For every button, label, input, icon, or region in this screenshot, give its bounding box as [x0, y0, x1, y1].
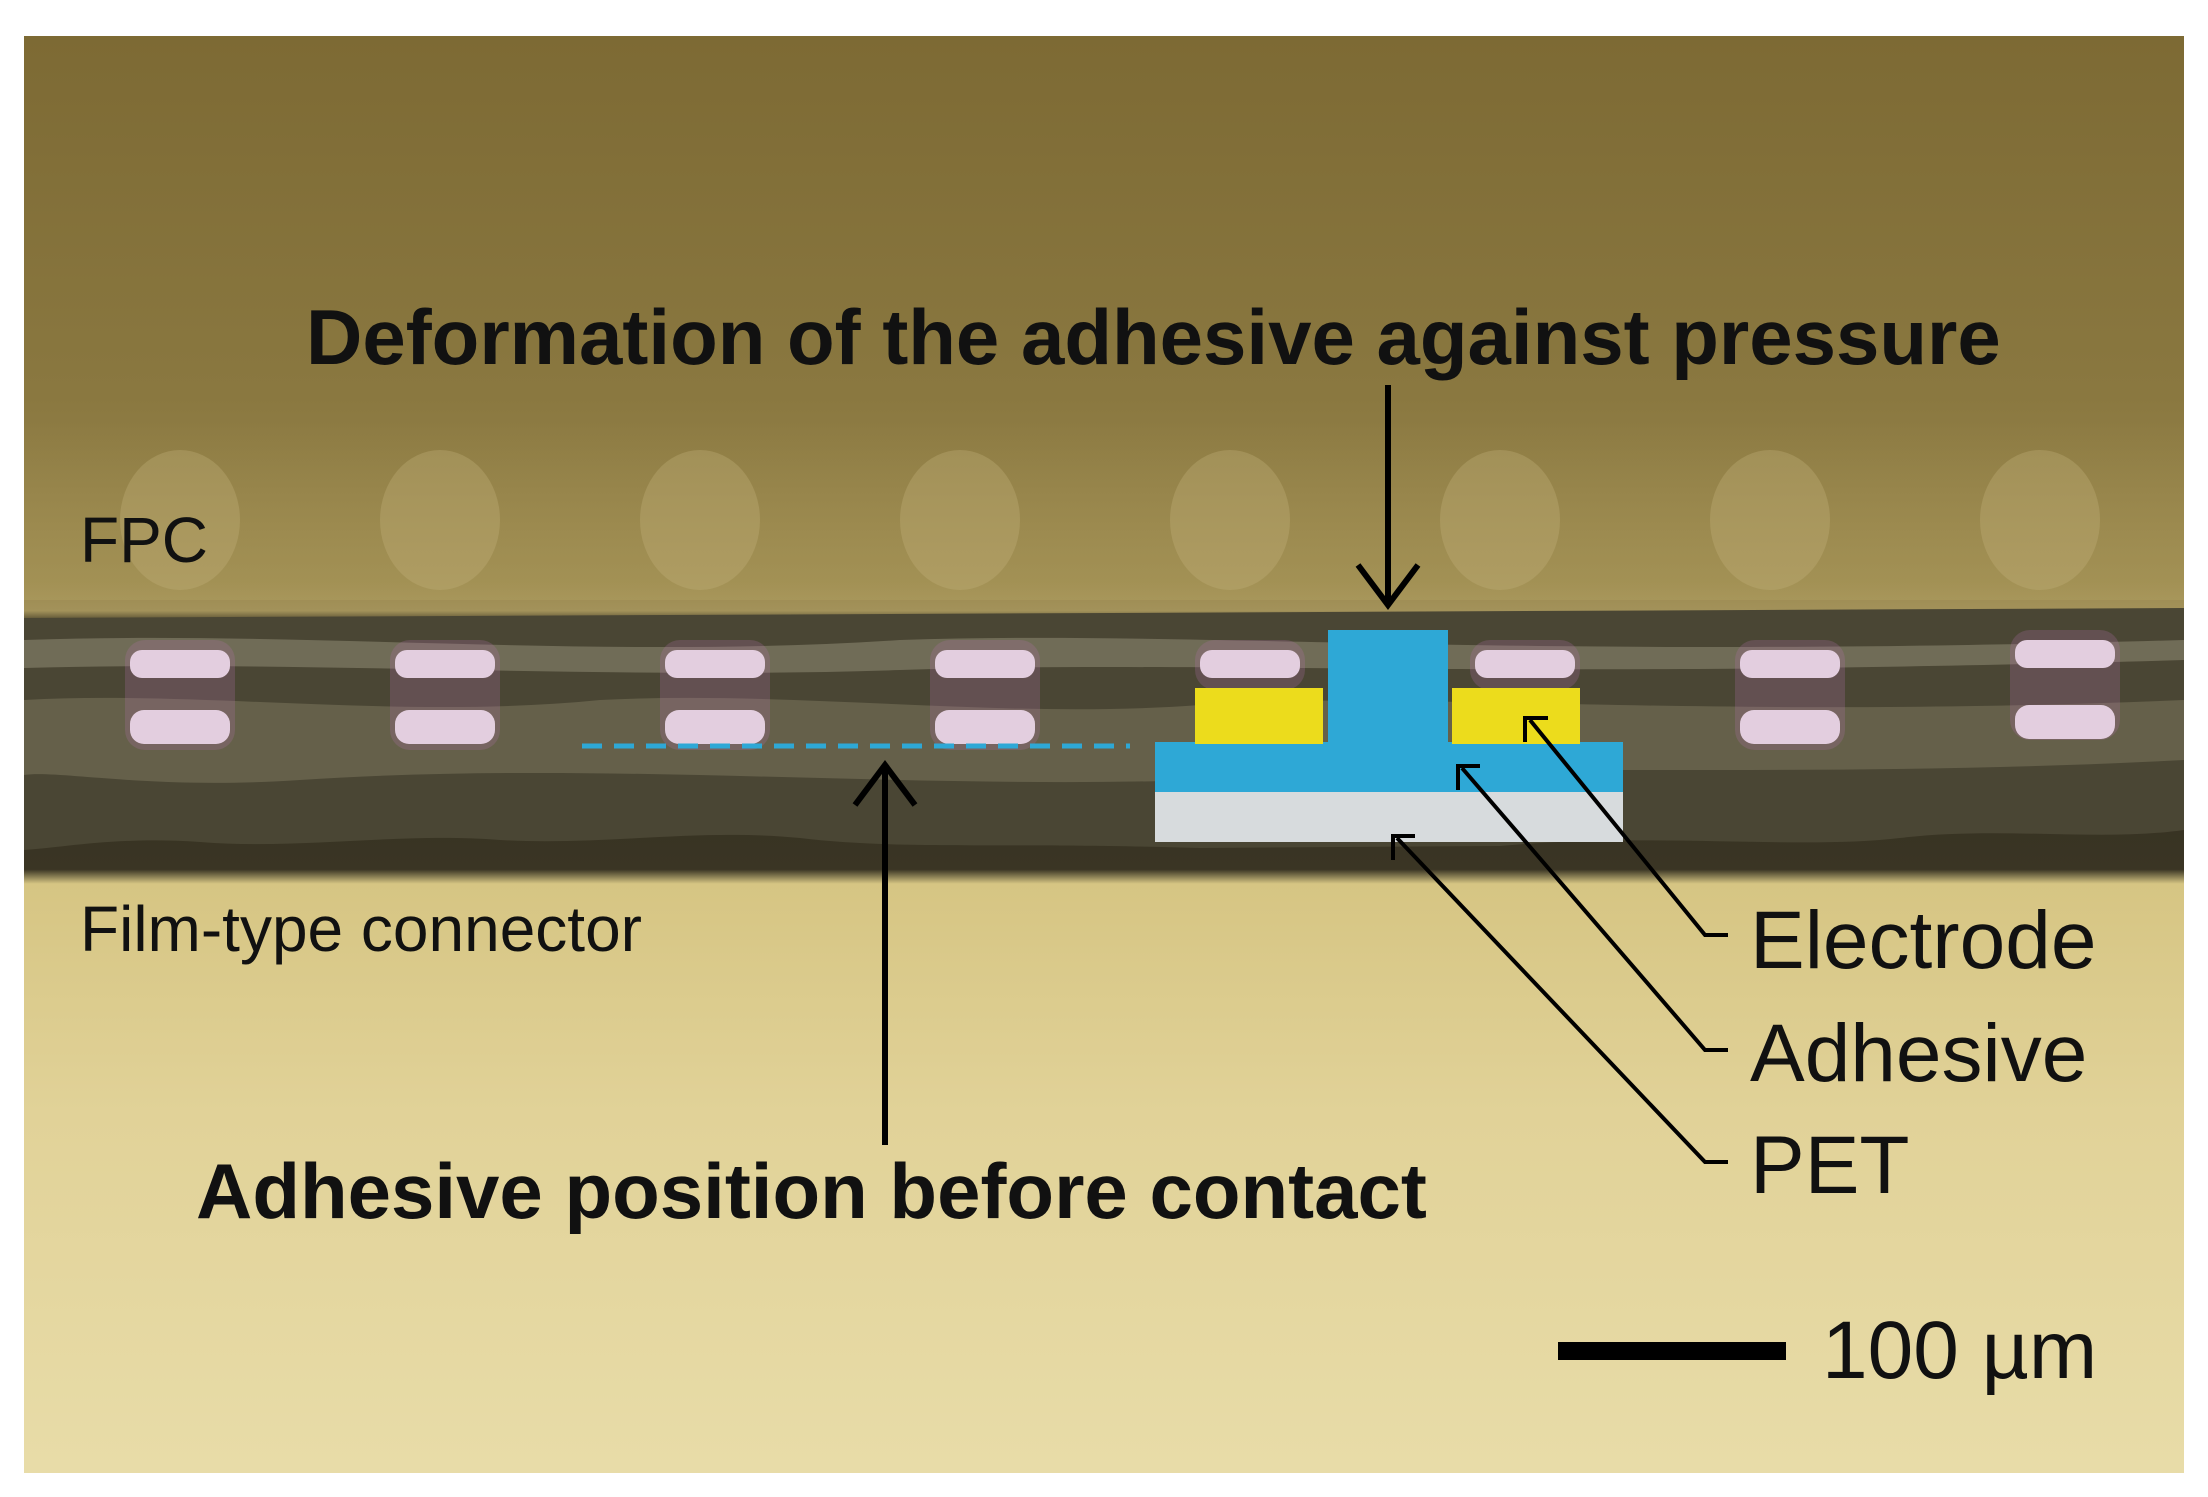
leader-pet: [1391, 834, 1728, 1164]
scale-bar-line: [1558, 1342, 1786, 1360]
scale-bar-label: 100 µm: [1822, 1305, 2098, 1396]
adhesive-base-layer: [1155, 742, 1623, 792]
arrow-adhesive-position: [852, 760, 918, 1145]
leader-adhesive: [1456, 764, 1728, 1052]
title-adhesive-position: Adhesive position before contact: [196, 1147, 1427, 1235]
label-film-type-connector: Film-type connector: [80, 893, 642, 965]
legend-electrode: Electrode: [1750, 895, 2097, 986]
arrow-deformation: [1355, 385, 1421, 610]
electrode-left: [1195, 688, 1323, 744]
section-electrodes: [125, 630, 2120, 750]
cross-section-texture: [24, 697, 2184, 783]
electrode-right: [1452, 688, 1580, 744]
title-deformation: Deformation of the adhesive against pres…: [306, 293, 2001, 381]
fpc-blur-band: [24, 420, 2184, 600]
pet-layer: [1155, 790, 1623, 842]
fpc-blurred-electrodes: [120, 450, 2100, 590]
legend-adhesive: Adhesive: [1750, 1008, 2088, 1099]
adhesive-bump: [1328, 630, 1448, 744]
leader-electrode: [1523, 716, 1728, 937]
cross-section-texture-2: [24, 637, 2184, 673]
legend-pet: PET: [1750, 1120, 1910, 1211]
label-fpc: FPC: [80, 504, 208, 576]
